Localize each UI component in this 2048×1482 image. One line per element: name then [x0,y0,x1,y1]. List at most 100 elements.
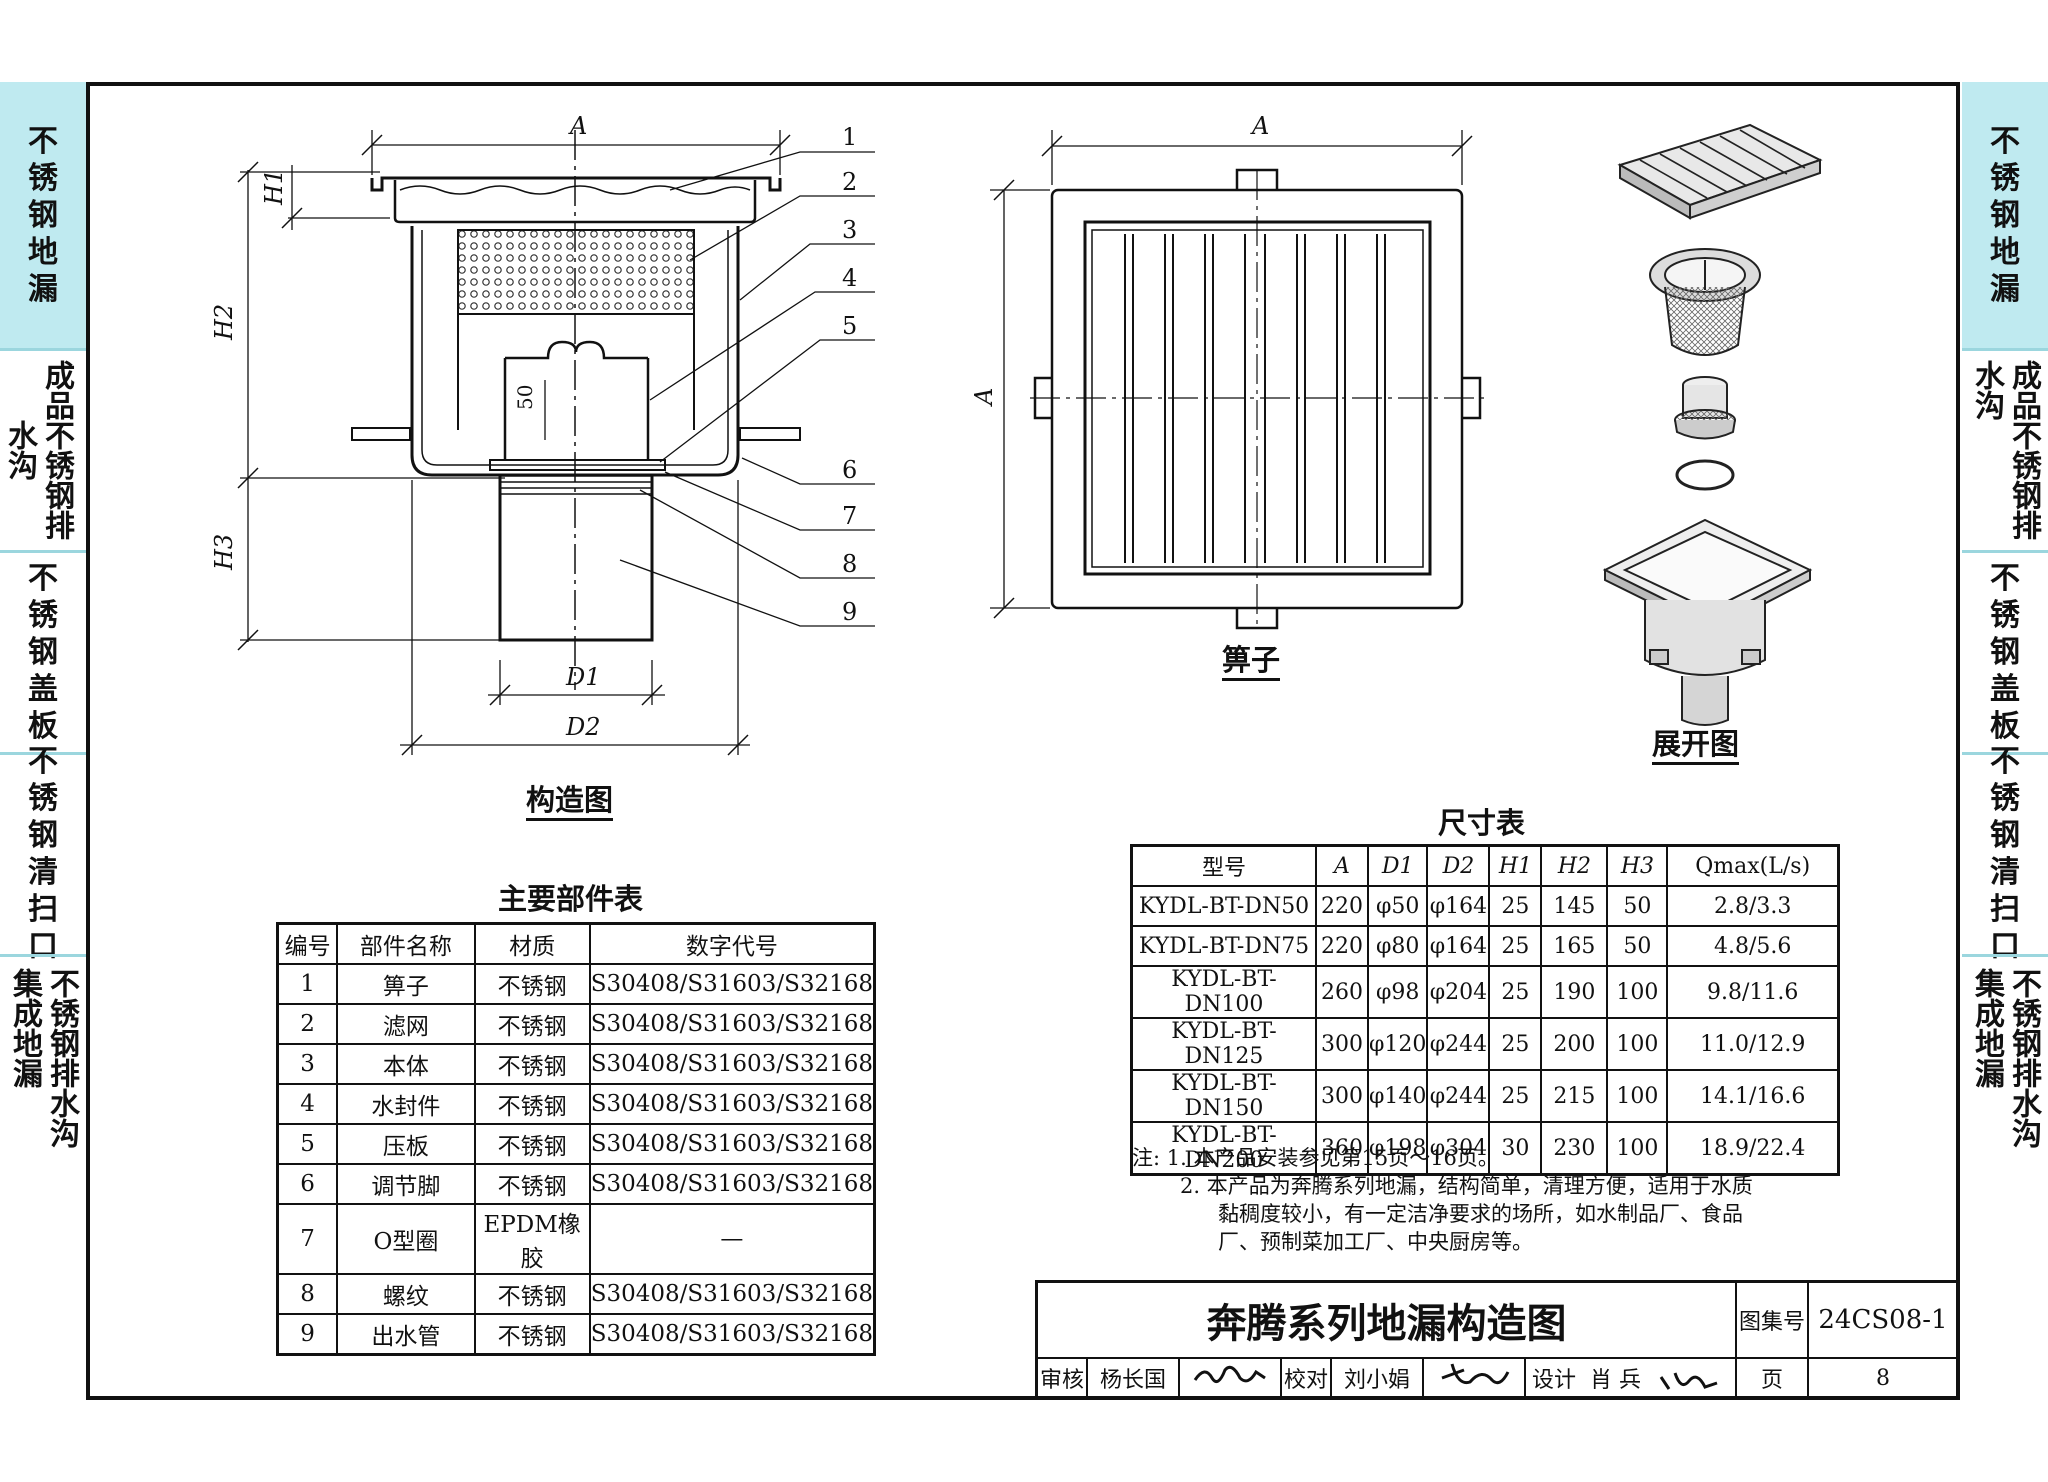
cell: 压板 [336,1123,476,1165]
cell: 18.9/22.4 [1666,1121,1840,1176]
tab-divider [0,954,86,957]
callout-6: 6 [842,456,857,484]
cell: φ98 [1366,965,1429,1019]
callout-8: 8 [842,550,857,578]
cell: 300 [1315,1069,1369,1123]
cell: 不锈钢 [473,1163,591,1205]
designer-name: 肖 兵 [1590,1367,1642,1393]
cell: 不锈钢 [473,1083,591,1125]
right-tab-floor-drain[interactable]: 不锈钢地漏 [1962,82,2048,348]
grate-dim-labels: A A [970,112,1269,407]
col-header: H3 [1606,844,1669,887]
section-dim-labels: A H1 H2 H3 D1 D2 [210,112,601,741]
cell: 215 [1540,1069,1609,1123]
cell: 不锈钢 [473,1313,591,1356]
right-tab-drain-channel[interactable]: 成品不锈钢排水沟 [1962,352,2048,548]
cell: 不锈钢 [473,1043,591,1085]
right-tab-cleanout[interactable]: 不锈钢清扫口 [1962,744,2048,964]
dim-a-label: A [568,112,587,140]
title-block: 奔腾系列地漏构造图 图集号 24CS08-1 审核 杨长国 校对 刘小娟 设计 … [1035,1280,1960,1400]
cell: φ198 [1366,1121,1429,1176]
reviewer-signature [1178,1357,1282,1400]
cell: 25 [1488,925,1543,967]
checker-name: 刘小娟 [1330,1357,1424,1400]
note-1: 1. 本产品安装参见第15页～16页。 [1166,1146,1499,1170]
cell: S30408/S31603/S32168 [588,1003,876,1045]
cell: 50 [1606,885,1669,927]
callout-7: 7 [842,502,857,530]
cell: 6 [276,1163,339,1205]
tab-label: 不锈钢排水沟集成地漏 [1969,968,2041,1148]
cell: 200 [1540,1017,1609,1071]
grate-view-caption: 箅子 [1222,642,1281,681]
cell: 不锈钢 [473,963,591,1005]
right-tab-integrated-drain[interactable]: 不锈钢排水沟集成地漏 [1962,958,2048,1158]
cell: 25 [1488,1017,1543,1071]
note-2: 2. 本产品为奔腾系列地漏，结构简单，清理方便，适用于水质 [1180,1174,1753,1198]
dims-table-header: 型号 A D1 D2 H1 H2 H3 Qmax(L/s) [1130,844,1840,887]
note-2-cont: 厂、预制菜加工厂、中央厨房等。 [1218,1230,1533,1254]
tab-divider [1962,752,2048,755]
dim-h1-label: H1 [260,169,288,206]
tab-label: 不锈钢排水沟集成地漏 [7,968,79,1148]
tab-divider [1962,348,2048,351]
tab-label: 成品不锈钢排水沟 [1969,360,2041,540]
tab-divider [1962,954,2048,957]
page-label: 页 [1735,1357,1809,1400]
left-tab-cover-plate[interactable]: 不锈钢盖板 [0,554,86,750]
tab-label: 不锈钢地漏 [1990,123,2020,307]
note-line: 厂、预制菜加工厂、中央厨房等。 [1132,1228,1892,1256]
right-tab-cover-plate[interactable]: 不锈钢盖板 [1962,554,2048,750]
exploded-view-caption: 展开图 [1652,726,1740,765]
note-line: 注: 1. 本产品安装参见第15页～16页。 [1132,1144,1892,1172]
dim-50-label: 50 [513,385,537,410]
grate-dim-a-left: A [970,388,998,407]
cell: 2 [276,1003,339,1045]
notes-prefix: 注: [1132,1146,1161,1170]
cell: 11.0/12.9 [1666,1017,1840,1071]
cell: S30408/S31603/S32168 [588,1043,876,1085]
cell: KYDL-BT-DN50 [1130,885,1317,927]
col-header: H1 [1488,844,1543,887]
parts-table-title: 主要部件表 [498,882,644,916]
cell: 360 [1315,1121,1369,1176]
exploded-view [1602,123,1823,726]
signature-mark [1659,1372,1718,1390]
cell: 165 [1540,925,1609,967]
cell: S30408/S31603/S32168 [588,1273,876,1315]
cell: 4.8/5.6 [1666,925,1840,967]
tab-divider [0,550,86,553]
cell: 不锈钢 [473,1123,591,1165]
tab-label: 不锈钢清扫口 [1990,744,2020,964]
col-header: 型号 [1130,844,1317,887]
cell: 50 [1606,925,1669,967]
dim-h3-label: H3 [210,534,238,571]
cell: 螺纹 [336,1273,476,1315]
cell: 25 [1488,885,1543,927]
cell: KYDL-BT-DN200 [1130,1121,1317,1176]
tab-divider [1962,550,2048,553]
cell: φ140 [1366,1069,1429,1123]
cell: φ164 [1426,925,1491,967]
cell: 300 [1315,1017,1369,1071]
left-tab-floor-drain[interactable]: 不锈钢地漏 [0,82,86,348]
left-tab-cleanout[interactable]: 不锈钢清扫口 [0,744,86,964]
checker-signature [1422,1357,1526,1400]
col-header: 部件名称 [336,922,476,965]
cell: 230 [1540,1121,1609,1176]
left-tab-drain-channel[interactable]: 成品不锈钢排水沟 [0,352,86,548]
tab-label: 不锈钢清扫口 [28,744,58,964]
cell: KYDL-BT-DN100 [1130,965,1317,1019]
cell: 不锈钢 [473,1003,591,1045]
dim-h2-label: H2 [210,304,238,341]
cell: 5 [276,1123,339,1165]
dims-table-title: 尺寸表 [1438,806,1526,840]
left-tab-integrated-drain[interactable]: 不锈钢排水沟集成地漏 [0,958,86,1158]
cell: KYDL-BT-DN125 [1130,1017,1317,1071]
cell: φ50 [1366,885,1429,927]
